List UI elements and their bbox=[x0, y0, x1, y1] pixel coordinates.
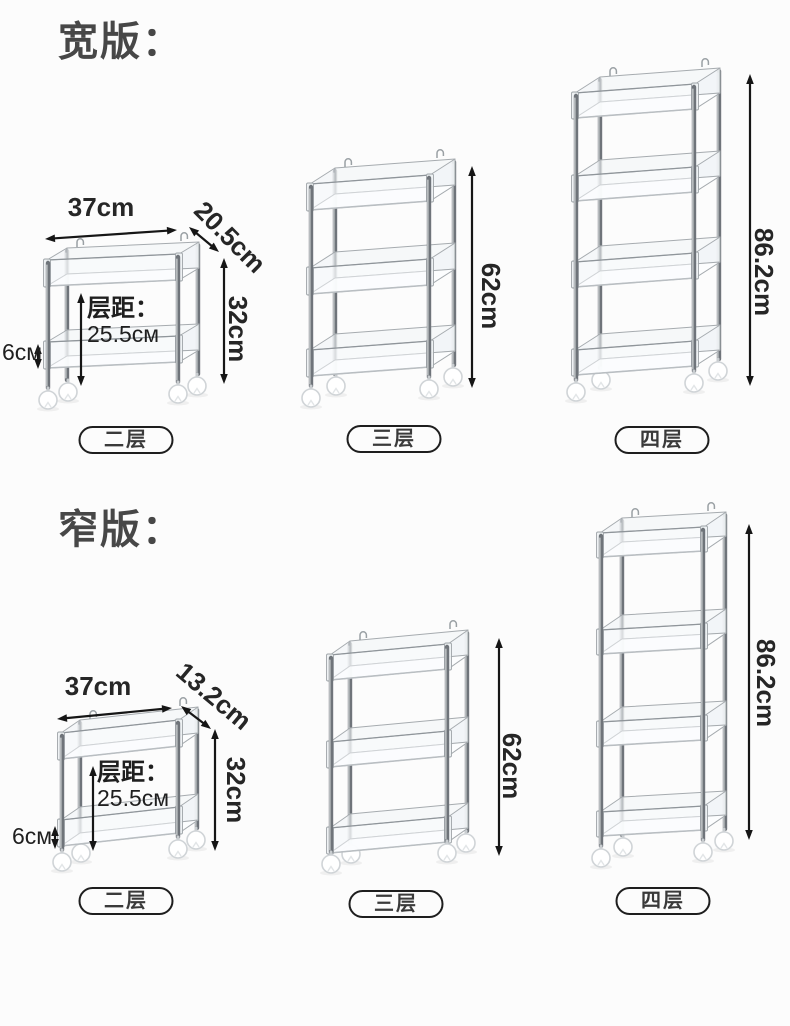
narrow-2tier-clearance-label: 6см bbox=[12, 823, 53, 849]
wide-4tier-height-label: 86.2cm bbox=[749, 227, 779, 317]
dimension-arrow bbox=[45, 226, 177, 243]
rack-wide-2tier bbox=[37, 232, 208, 412]
dimension-arrow bbox=[746, 74, 754, 386]
wide-version-heading: 宽版： bbox=[58, 20, 184, 64]
narrow-2tier-gap-value: 25.5см bbox=[97, 785, 170, 811]
narrow-2tier-gap-title: 层距： bbox=[97, 759, 169, 786]
rack-narrow-4tier bbox=[590, 502, 735, 870]
dimension-arrow bbox=[51, 826, 59, 849]
narrow-version-heading: 窄版： bbox=[58, 508, 184, 552]
dimension-arrow bbox=[468, 166, 476, 388]
dimension-arrow bbox=[57, 705, 172, 722]
dimension-arrow bbox=[89, 766, 97, 851]
narrow-4tier-height-label: 86.2cm bbox=[751, 638, 781, 728]
wide-2tier-badge: 二层 bbox=[78, 426, 174, 454]
narrow-3tier-badge: 三层 bbox=[348, 890, 444, 918]
wide-2tier-gap-value: 25.5см bbox=[87, 321, 160, 347]
wide-2tier-height-label: 32cm bbox=[223, 295, 253, 363]
dimension-arrow bbox=[34, 344, 42, 369]
narrow-2tier-width-label: 37cm bbox=[64, 671, 132, 701]
wide-3tier-badge: 三层 bbox=[346, 425, 442, 453]
narrow-3tier-height-label: 62cm bbox=[497, 732, 527, 800]
narrow-2tier-badge: 二层 bbox=[78, 887, 174, 915]
dimension-arrow bbox=[495, 638, 503, 856]
rack-narrow-3tier bbox=[320, 620, 477, 876]
wide-2tier-clearance-label: 6см bbox=[2, 339, 43, 365]
wide-4tier-badge: 四层 bbox=[614, 426, 710, 454]
dimension-arrow bbox=[211, 729, 219, 851]
dimension-arrow bbox=[745, 524, 753, 840]
rack-wide-4tier bbox=[565, 58, 729, 404]
rack-wide-3tier bbox=[300, 149, 464, 410]
dimension-arrow bbox=[189, 227, 219, 252]
narrow-4tier-badge: 四层 bbox=[615, 887, 711, 915]
dimension-arrow bbox=[220, 258, 228, 384]
dimension-arrow bbox=[77, 293, 85, 386]
rack-narrow-2tier bbox=[51, 697, 207, 874]
wide-3tier-height-label: 62cm bbox=[476, 262, 506, 330]
wide-2tier-width-label: 37cm bbox=[67, 192, 135, 222]
narrow-2tier-height-label: 32cm bbox=[221, 756, 251, 824]
wide-2tier-gap-title: 层距： bbox=[87, 295, 159, 322]
dimension-arrow bbox=[181, 706, 211, 729]
